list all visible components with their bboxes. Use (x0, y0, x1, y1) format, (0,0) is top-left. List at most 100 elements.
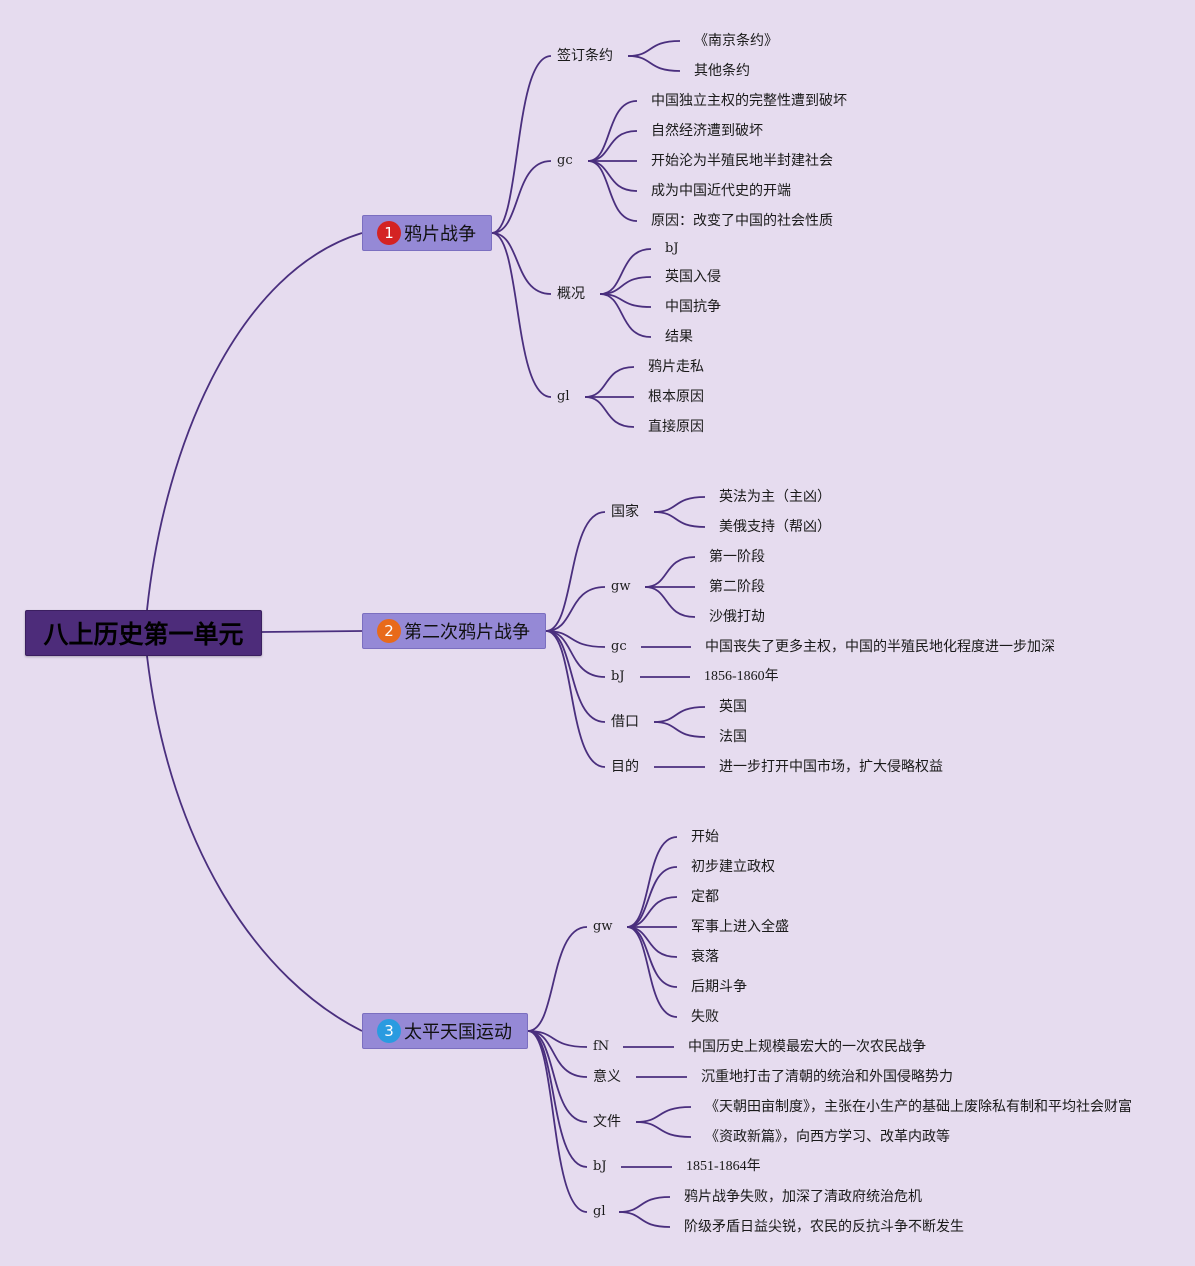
leaf-node[interactable]: 鸦片走私 (648, 359, 704, 375)
leaf-node[interactable]: 军事上进入全盛 (691, 919, 789, 935)
connector-leaf (653, 511, 706, 528)
leaf-node[interactable]: 进一步打开中国市场，扩大侵略权益 (719, 759, 943, 775)
branch-node[interactable]: gw (593, 919, 613, 934)
connector-leaf (618, 1211, 671, 1228)
leaf-node[interactable]: 中国独立主权的完整性遭到破坏 (651, 93, 847, 109)
connector-root-topic-1 (146, 232, 363, 611)
connector-topic-1-branch-1 (491, 55, 552, 234)
connector-topic-2-branch-4 (545, 630, 606, 678)
connector-topic-1-branch-4 (491, 232, 552, 398)
badge-1-icon: 1 (377, 221, 401, 245)
leaf-node[interactable]: 美俄支持（帮凶） (719, 519, 831, 535)
connector-leaf (644, 556, 696, 588)
branch-node[interactable]: 国家 (611, 504, 639, 520)
leaf-node[interactable]: 《南京条约》 (694, 33, 778, 49)
leaf-node[interactable]: 原因：改变了中国的社会性质 (651, 213, 833, 229)
connector-topic-1-branch-3 (491, 232, 552, 295)
branch-node[interactable]: 目的 (611, 759, 639, 775)
connector-leaf (587, 130, 638, 162)
leaf-node[interactable]: 沙俄打劫 (709, 609, 765, 625)
branch-node[interactable]: gl (557, 389, 570, 404)
root-node[interactable]: 八上历史第一单元 (25, 610, 262, 656)
branch-node[interactable]: bJ (611, 669, 625, 684)
topic-title: 鸦片战争 (404, 224, 476, 245)
connector-leaf (653, 721, 706, 738)
leaf-node[interactable]: 第一阶段 (709, 549, 765, 565)
topic-node-taiping[interactable]: 3 太平天国运动 (362, 1013, 528, 1049)
connector-leaf (587, 160, 638, 222)
leaf-node[interactable]: 沉重地打击了清朝的统治和外国侵略势力 (701, 1069, 953, 1085)
branch-node[interactable]: gc (557, 153, 573, 168)
branch-node[interactable]: 签订条约 (557, 48, 613, 64)
connector-root-topic-3 (146, 655, 363, 1032)
connector-leaf (618, 1196, 671, 1213)
connector-root-topic-2 (261, 630, 363, 633)
leaf-node[interactable]: 英国入侵 (665, 269, 721, 285)
connector-leaf (584, 396, 635, 428)
leaf-node[interactable]: 英国 (719, 699, 747, 715)
leaf-node[interactable]: 开始沦为半殖民地半封建社会 (651, 153, 833, 169)
leaf-node[interactable]: 直接原因 (648, 419, 704, 435)
leaf-node[interactable]: 《资政新篇》，向西方学习、改革内政等 (705, 1129, 950, 1145)
topic-node-opium-war[interactable]: 1 鸦片战争 (362, 215, 492, 251)
leaf-node[interactable]: 初步建立政权 (691, 859, 775, 875)
leaf-node[interactable]: 中国丧失了更多主权，中国的半殖民地化程度进一步加深 (705, 639, 1055, 655)
leaf-node[interactable]: 阶级矛盾日益尖锐，农民的反抗斗争不断发生 (684, 1219, 964, 1235)
leaf-node[interactable]: 其他条约 (694, 63, 750, 79)
connector-topic-3-branch-1 (527, 926, 588, 1032)
connector-leaf (599, 293, 652, 338)
branch-node[interactable]: bJ (593, 1159, 607, 1174)
connector-leaf (584, 366, 635, 398)
connector-leaf (587, 160, 638, 192)
connector-leaf (635, 1121, 692, 1138)
root-title: 八上历史第一单元 (43, 620, 244, 649)
leaf-node[interactable]: 成为中国近代史的开端 (651, 183, 791, 199)
branch-node[interactable]: 意义 (593, 1069, 621, 1085)
connector-leaf (635, 1106, 692, 1123)
leaf-node[interactable]: 失败 (691, 1009, 719, 1025)
topic-title: 太平天国运动 (404, 1022, 512, 1043)
branch-node[interactable]: gw (611, 579, 631, 594)
connector-topic-3-branch-3 (527, 1030, 588, 1078)
badge-3-icon: 3 (377, 1019, 401, 1043)
leaf-node[interactable]: 1851-1864年 (686, 1159, 761, 1174)
connector-leaf (587, 100, 638, 162)
connector-leaf (626, 926, 678, 1018)
leaf-node[interactable]: 中国历史上规模最宏大的一次农民战争 (688, 1039, 926, 1055)
connector-leaf (626, 836, 678, 928)
leaf-node[interactable]: 后期斗争 (691, 979, 747, 995)
badge-2-icon: 2 (377, 619, 401, 643)
branch-node[interactable]: gc (611, 639, 627, 654)
connector-leaf (653, 706, 706, 723)
leaf-node[interactable]: 开始 (691, 829, 719, 845)
leaf-node[interactable]: 第二阶段 (709, 579, 765, 595)
leaf-node[interactable]: 中国抗争 (665, 299, 721, 315)
leaf-node[interactable]: 定都 (691, 889, 719, 905)
topic-title: 第二次鸦片战争 (404, 622, 530, 643)
leaf-node[interactable]: 1856-1860年 (704, 669, 779, 684)
connector-topic-2-branch-6 (545, 630, 606, 768)
connector-leaf (653, 496, 706, 513)
connector-leaf (626, 866, 678, 928)
leaf-node[interactable]: 衰落 (691, 949, 719, 965)
topic-node-second-opium-war[interactable]: 2 第二次鸦片战争 (362, 613, 546, 649)
leaf-node[interactable]: 鸦片战争失败，加深了清政府统治危机 (684, 1189, 922, 1205)
connector-leaf (599, 248, 652, 295)
leaf-node[interactable]: 自然经济遭到破坏 (651, 123, 763, 139)
connector-leaf (644, 586, 696, 618)
branch-node[interactable]: gl (593, 1204, 606, 1219)
leaf-node[interactable]: 英法为主（主凶） (719, 489, 831, 505)
connector-leaf (627, 55, 681, 72)
leaf-node[interactable]: 《天朝田亩制度》，主张在小生产的基础上废除私有制和平均社会财富 (705, 1099, 1132, 1115)
connector-topic-2-branch-2 (545, 586, 606, 632)
leaf-node[interactable]: 结果 (665, 329, 693, 345)
branch-node[interactable]: fN (593, 1039, 610, 1054)
leaf-node[interactable]: 法国 (719, 729, 747, 745)
branch-node[interactable]: 借口 (611, 714, 639, 730)
branch-node[interactable]: 概况 (557, 286, 585, 302)
leaf-node[interactable]: 根本原因 (648, 389, 704, 405)
connector-topic-1-branch-2 (491, 160, 552, 234)
branch-node[interactable]: 文件 (593, 1114, 621, 1130)
connector-topic-3-branch-6 (527, 1030, 588, 1213)
leaf-node[interactable]: bJ (665, 241, 679, 256)
